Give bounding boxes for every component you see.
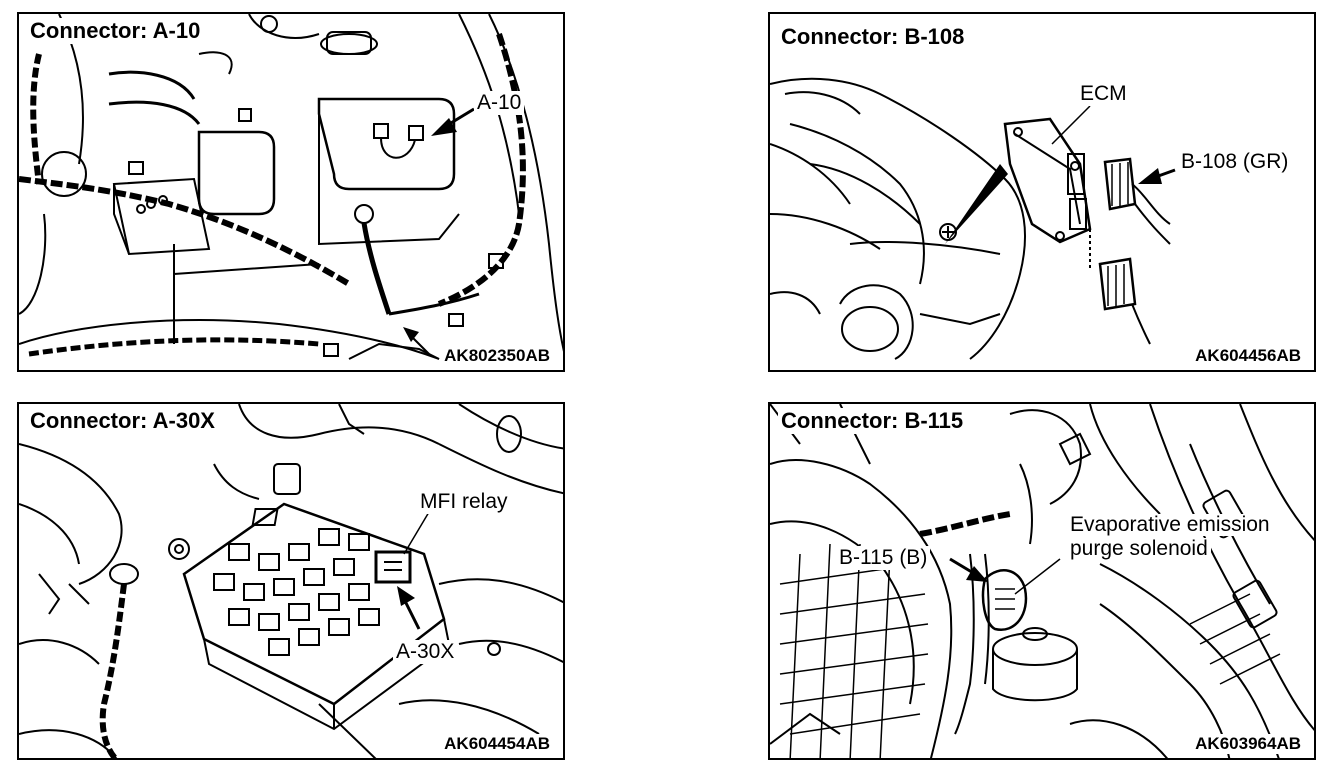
callout-ecm: ECM [1077, 82, 1130, 106]
callout-mfi-relay: MFI relay [417, 490, 511, 514]
callout-evap-line2: purge solenoid [1067, 538, 1211, 560]
panel-connector-a30x: Connector: A-30X MFI relay A-30X AK60445… [17, 402, 565, 760]
callout-b108: B-108 (GR) [1178, 150, 1292, 174]
figure-code: AK604454AB [441, 734, 553, 754]
panel-connector-b108: Connector: B-108 ECM B-108 (GR) AK604456… [768, 12, 1316, 372]
callout-b115: B-115 (B) [836, 546, 931, 570]
engine-bay-illustration-a10 [19, 14, 563, 360]
panel-connector-a10: Connector: A-10 A-10 AK802350AB [17, 12, 565, 372]
panel-title: Connector: A-30X [27, 408, 218, 434]
callout-a30x: A-30X [393, 640, 458, 664]
panel-title: Connector: A-10 [27, 18, 204, 44]
panel-title: Connector: B-108 [778, 24, 968, 50]
panel-connector-b115: Connector: B-115 Evaporative emission pu… [768, 402, 1316, 760]
vehicle-ecm-illustration [770, 77, 1176, 360]
callout-a10: A-10 [474, 91, 525, 115]
figure-code: AK603964AB [1192, 734, 1304, 754]
figure-code: AK604456AB [1192, 346, 1304, 366]
callout-evap-line1: Evaporative emission [1067, 514, 1273, 536]
purge-solenoid-illustration [770, 404, 1314, 758]
relay-box-illustration [19, 404, 563, 758]
figure-code: AK802350AB [441, 346, 553, 366]
panel-title: Connector: B-115 [778, 408, 967, 434]
